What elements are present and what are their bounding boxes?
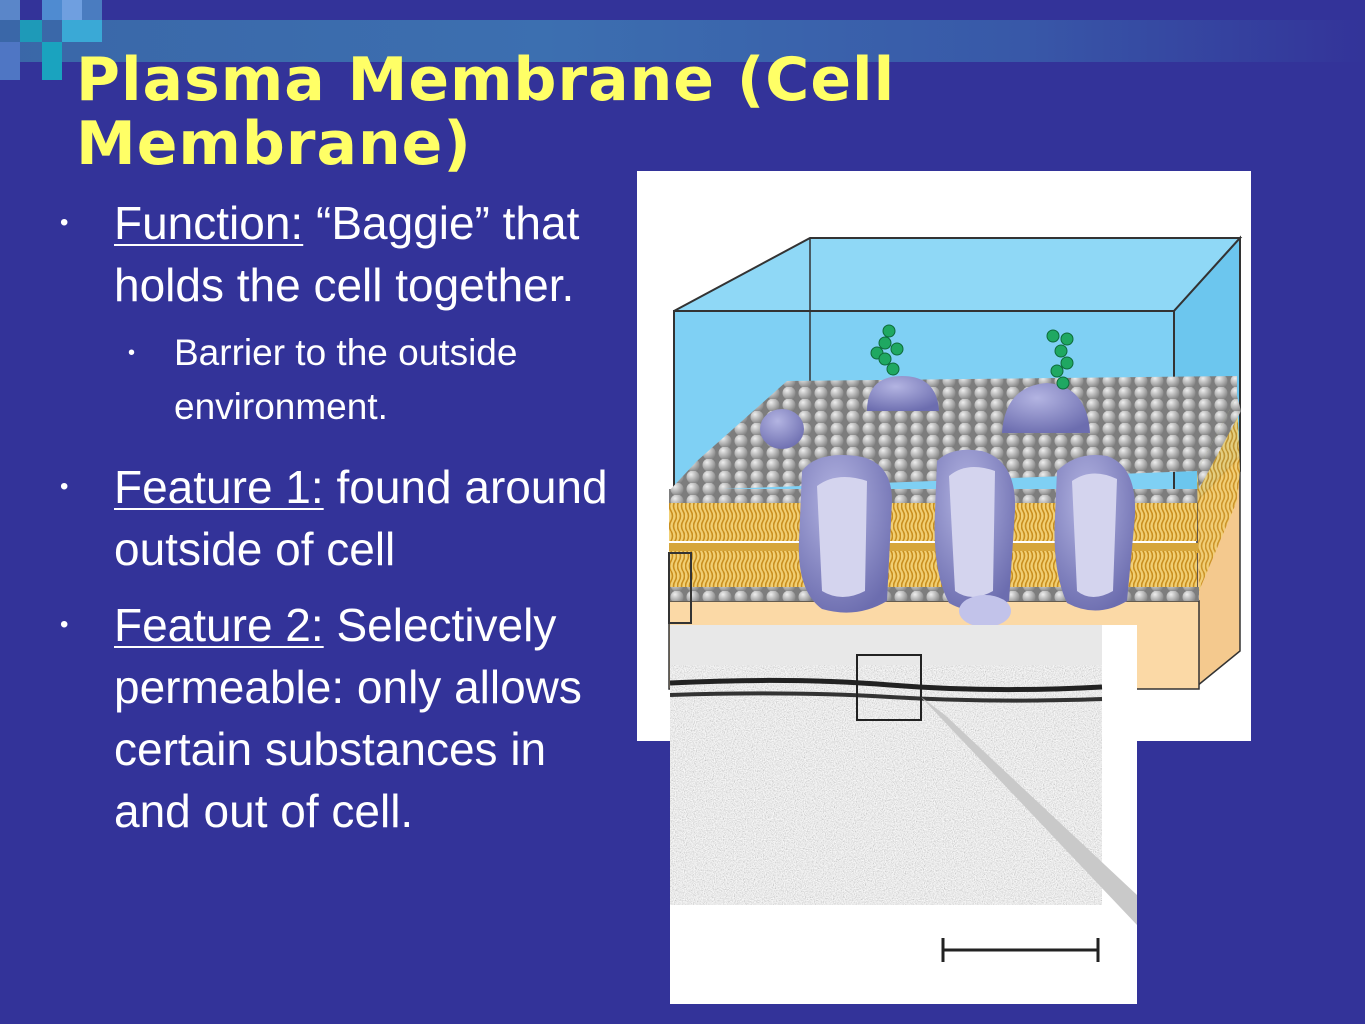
bullet-feature-1: • Feature 1: found around outside of cel… <box>60 456 620 580</box>
electron-micrograph <box>670 625 1137 1004</box>
bullet-label: Function: <box>114 197 304 249</box>
zoom-box-marker <box>856 654 922 721</box>
bullet-text: Barrier to the outside environment. <box>174 332 518 427</box>
peripheral-protein <box>959 595 1011 627</box>
extracellular-fluid-back <box>673 237 1243 312</box>
bullet-list: • Function: “Baggie” that holds the cell… <box>60 192 620 856</box>
zoom-projection <box>921 697 1137 925</box>
bullet-label: Feature 1: <box>114 461 324 513</box>
carbohydrate-chain <box>1046 329 1074 390</box>
title-bar-band <box>0 20 1365 62</box>
micrograph-texture <box>670 665 1102 905</box>
bullet-text: found around outside of cell <box>114 461 608 575</box>
bullet-text: “Baggie” that holds the cell together. <box>114 197 580 311</box>
sub-bullet-barrier: • Barrier to the outside environment. <box>60 326 620 434</box>
zoom-box-marker <box>668 552 692 624</box>
micrograph-image <box>670 625 1137 1004</box>
peripheral-protein <box>760 409 804 449</box>
bullet-dot-icon: • <box>128 342 136 364</box>
bullet-function: • Function: “Baggie” that holds the cell… <box>60 192 620 316</box>
bullet-label: Feature 2: <box>114 599 324 651</box>
bullet-dot-icon: • <box>60 209 69 236</box>
membrane-line <box>670 677 1103 693</box>
membrane-illustration <box>668 235 1243 690</box>
carbohydrate-chain <box>870 324 904 376</box>
bullet-feature-2: • Feature 2: Selectively permeable: only… <box>60 594 620 842</box>
glycoprotein <box>867 376 939 411</box>
bullet-dot-icon: • <box>60 473 69 500</box>
slide-title: Plasma Membrane (Cell Membrane) <box>76 45 896 179</box>
bullet-dot-icon: • <box>60 611 69 638</box>
bullet-text: Selectively permeable: only allows certa… <box>114 599 582 837</box>
membrane-line <box>670 691 1103 703</box>
glycoprotein <box>1002 383 1090 433</box>
scale-bar <box>941 938 1100 962</box>
